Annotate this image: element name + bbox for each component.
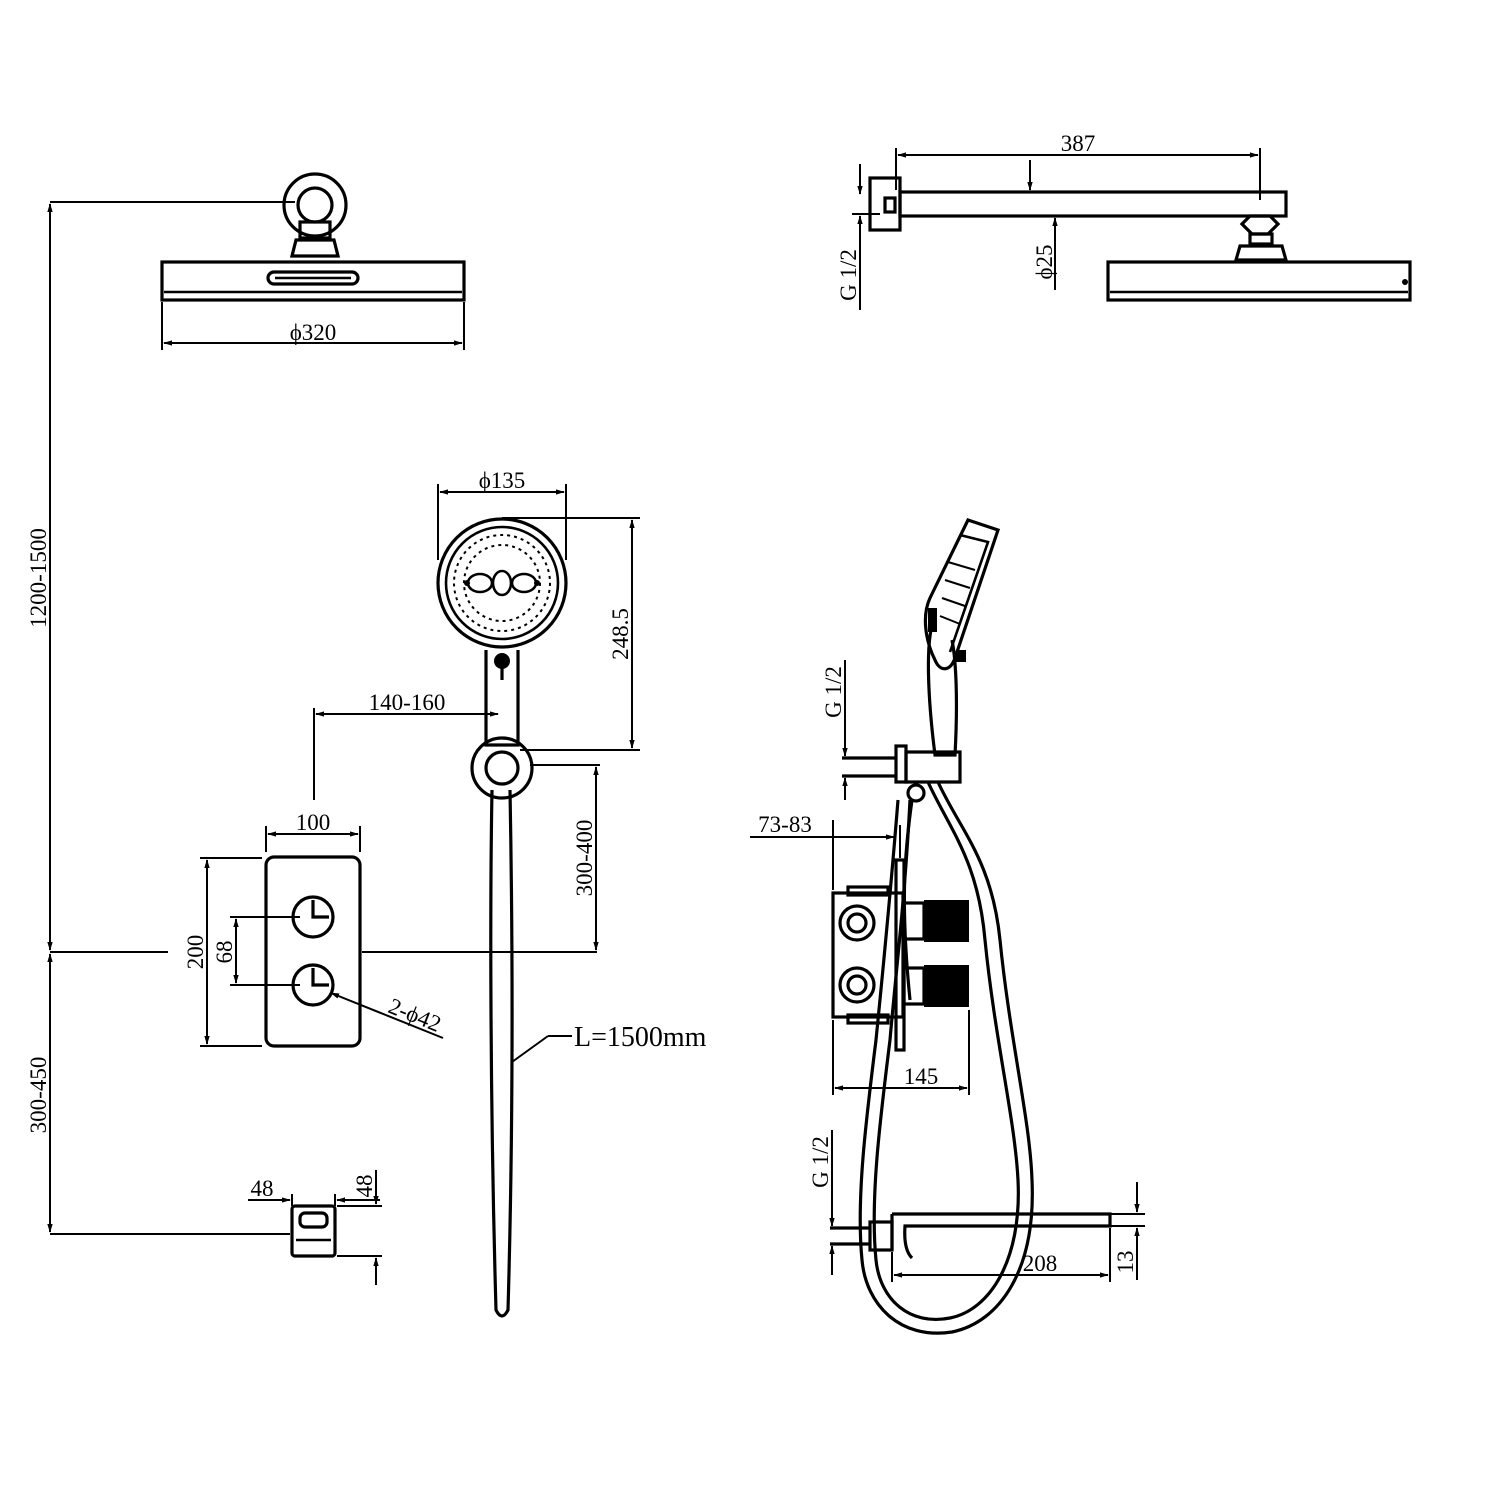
overhead-height-dimension: 1200-1500: [26, 201, 597, 953]
arm-diameter-label: ϕ25: [1032, 244, 1057, 279]
plate-height-label: 200: [183, 935, 208, 970]
valve-depth-dimension: 145: [832, 1010, 970, 1095]
arm-length-dimension: 387: [895, 131, 1261, 200]
outlet-height-small-label: 48: [352, 1175, 377, 1198]
spout-height-label: 13: [1113, 1251, 1138, 1274]
hand-shower-diameter-label: ϕ135: [479, 468, 526, 493]
arm-thread-dimension: G 1/2: [836, 164, 880, 310]
holder-height-dimension: 300-400: [530, 764, 600, 951]
rain-shower-side-view: [868, 176, 1412, 302]
knob-diameter-callout: 2-ϕ42: [330, 992, 445, 1039]
wall-depth-dimension: 73-83: [750, 812, 901, 890]
rain-head-diameter-dimension: ϕ320: [161, 302, 465, 350]
bath-spout-side-view: [830, 1212, 1112, 1260]
overhead-height-label: 1200-1500: [26, 528, 51, 628]
hose-length-callout: L=1500mm: [511, 1022, 707, 1063]
spout-length-label: 208: [1023, 1251, 1058, 1276]
spout-thread-dimension: G 1/2: [808, 1130, 835, 1275]
outlet-height-label: 300-450: [26, 1057, 51, 1134]
shower-hose-side: [858, 781, 1034, 1335]
rain-head-diameter-label: ϕ320: [290, 320, 337, 345]
side-holder-thread-dimension: G 1/2: [821, 660, 848, 800]
plate-width-dimension: 100: [265, 810, 361, 852]
spout-thread-label: G 1/2: [808, 1136, 833, 1188]
spout-height-dimension: 13: [1110, 1182, 1145, 1280]
valve-depth-label: 145: [904, 1064, 939, 1089]
arm-diameter-dimension: ϕ25: [1027, 160, 1058, 290]
plate-height-dimension: 200: [183, 857, 262, 1047]
wall-depth-label: 73-83: [758, 812, 812, 837]
wall-outlet-front-view: [290, 1204, 337, 1258]
plate-width-label: 100: [296, 810, 331, 835]
outlet-width-label: 48: [251, 1176, 274, 1201]
valve-side-view: [831, 858, 969, 1052]
rain-shower-front-view: [160, 172, 466, 302]
holder-offset-dimension: 140-160: [313, 690, 499, 800]
hose-length-label: L=1500mm: [574, 1022, 707, 1053]
knob-diameter-label: 2-ϕ42: [385, 993, 445, 1037]
spout-length-dimension: 208: [891, 1228, 1111, 1282]
side-holder-assembly: [842, 744, 962, 1001]
outlet-width-dimension: 48: [248, 1176, 380, 1206]
outlet-height-dimension: 300-450: [26, 953, 290, 1235]
knob-spacing-label: 68: [212, 941, 237, 964]
side-holder-thread-label: G 1/2: [821, 666, 846, 718]
outlet-height-small-dimension: 48: [337, 1170, 382, 1285]
arm-thread-label: G 1/2: [836, 249, 861, 301]
hand-shower-length-label: 248.5: [608, 608, 633, 660]
holder-offset-label: 140-160: [369, 690, 446, 715]
hand-shower-side-view: [923, 518, 1001, 757]
arm-length-label: 387: [1061, 131, 1096, 156]
valve-plate-front-view: [264, 855, 362, 1048]
hand-shower-length-dimension: 248.5: [502, 517, 640, 751]
hand-shower-holder-front: [470, 736, 534, 800]
shower-hose-front: [489, 789, 514, 1318]
hand-shower-diameter-dimension: ϕ135: [437, 468, 567, 560]
knob-spacing-dimension: 68: [212, 916, 300, 986]
holder-height-label: 300-400: [572, 820, 597, 897]
hand-shower-front-view: [436, 517, 568, 747]
